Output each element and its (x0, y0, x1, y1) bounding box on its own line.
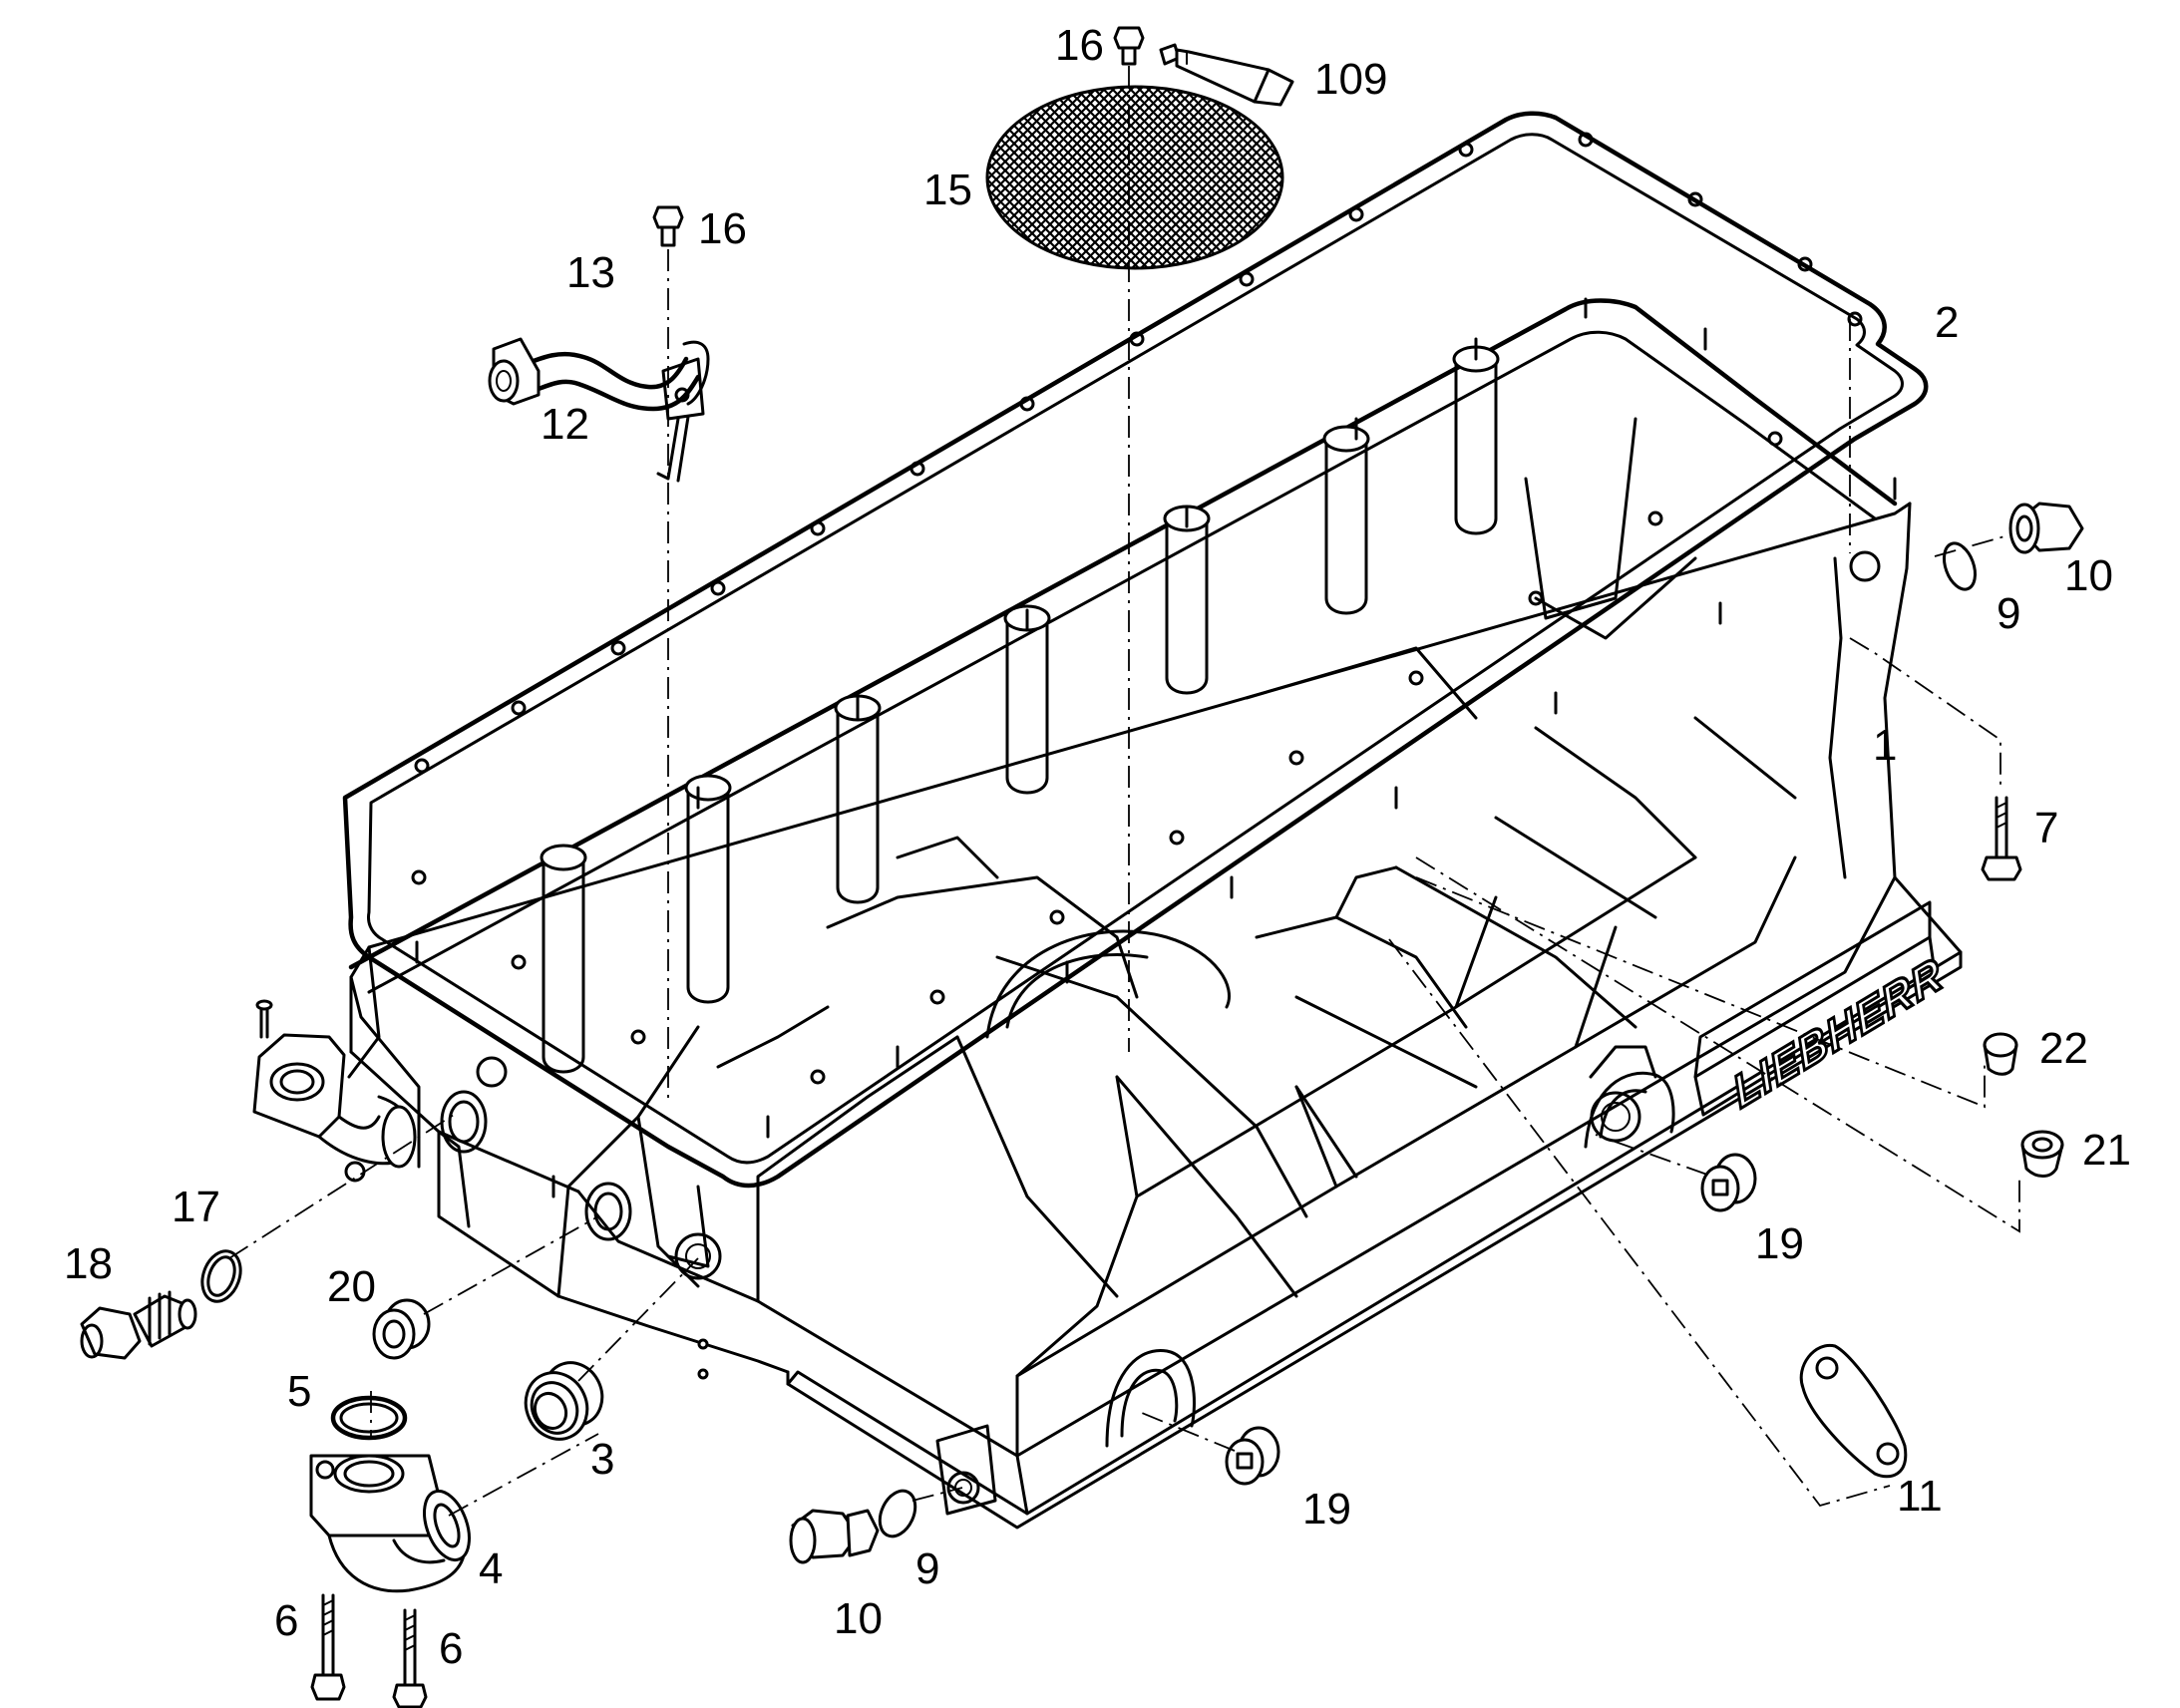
callout-10-right: 10 (2064, 551, 2113, 600)
callout-10-bottom: 10 (834, 1594, 883, 1643)
callout-4: 4 (479, 1544, 503, 1593)
callout-17: 17 (172, 1183, 220, 1231)
callout-20: 20 (327, 1262, 376, 1311)
callout-9-bottom: 9 (915, 1544, 939, 1593)
cover-plate-11 (1799, 1343, 1908, 1479)
brand-logo-text: LIEBHERR (1727, 948, 1950, 1119)
callout-2: 2 (1935, 298, 1959, 347)
callout-3: 3 (590, 1435, 614, 1484)
o-ring-5 (330, 1395, 408, 1441)
gasket (342, 111, 1929, 1189)
callout-1: 1 (1873, 721, 1897, 770)
callout-13: 13 (566, 248, 615, 297)
callout-7: 7 (2034, 804, 2058, 853)
o-ring-9-right (1942, 541, 1978, 591)
elbow-4 (309, 1454, 471, 1593)
bolt-7 (1981, 796, 2022, 881)
gasket-bolt-holes (411, 132, 1863, 1085)
pan-internal-bulkheads (540, 345, 1697, 1074)
plug-18 (80, 1290, 197, 1360)
callout-19-right: 19 (1755, 1219, 1804, 1268)
plug-22 (1983, 1032, 2018, 1076)
bolt-16-top (1113, 26, 1145, 66)
plug-10-right (2008, 502, 2084, 554)
rim-studs (415, 297, 1897, 1198)
sealant-tube (1159, 43, 1294, 107)
callout-109: 109 (1314, 55, 1387, 104)
plug-20 (372, 1298, 431, 1360)
strainer-screen (985, 85, 1284, 270)
callout-22: 22 (2039, 1024, 2088, 1073)
elbow-mounted (252, 999, 417, 1183)
callout-11: 11 (1897, 1472, 1943, 1521)
leader-lines (228, 66, 2020, 1517)
plug-10-bottom (789, 1509, 880, 1564)
o-ring-17 (200, 1249, 242, 1303)
callout-15: 15 (923, 166, 972, 214)
bolt-6-left (310, 1593, 346, 1701)
callout-21: 21 (2082, 1126, 2131, 1175)
callout-19-bottom: 19 (1302, 1485, 1351, 1534)
bolt-6-right (392, 1608, 428, 1708)
callout-16-top: 16 (1055, 21, 1104, 70)
plug-19-bottom (1225, 1426, 1280, 1486)
plug-19-right (1700, 1153, 1757, 1212)
callout-6-right: 6 (439, 1624, 463, 1673)
o-ring-9-bottom (878, 1489, 917, 1538)
plug-21 (2020, 1130, 2064, 1178)
callout-5: 5 (287, 1367, 311, 1416)
callouts: 1 2 3 4 5 6 6 7 9 9 10 10 11 12 13 15 16… (64, 21, 2131, 1673)
callout-12: 12 (541, 400, 589, 449)
callout-9-right: 9 (1997, 589, 2020, 638)
callout-6-left: 6 (274, 1596, 298, 1645)
callout-18: 18 (64, 1239, 113, 1288)
bolt-16-left (652, 205, 684, 247)
oil-pipe (488, 337, 710, 483)
oil-pan-rim (348, 297, 1898, 1198)
insert-3 (524, 1361, 604, 1441)
callout-16-left: 16 (698, 204, 747, 253)
